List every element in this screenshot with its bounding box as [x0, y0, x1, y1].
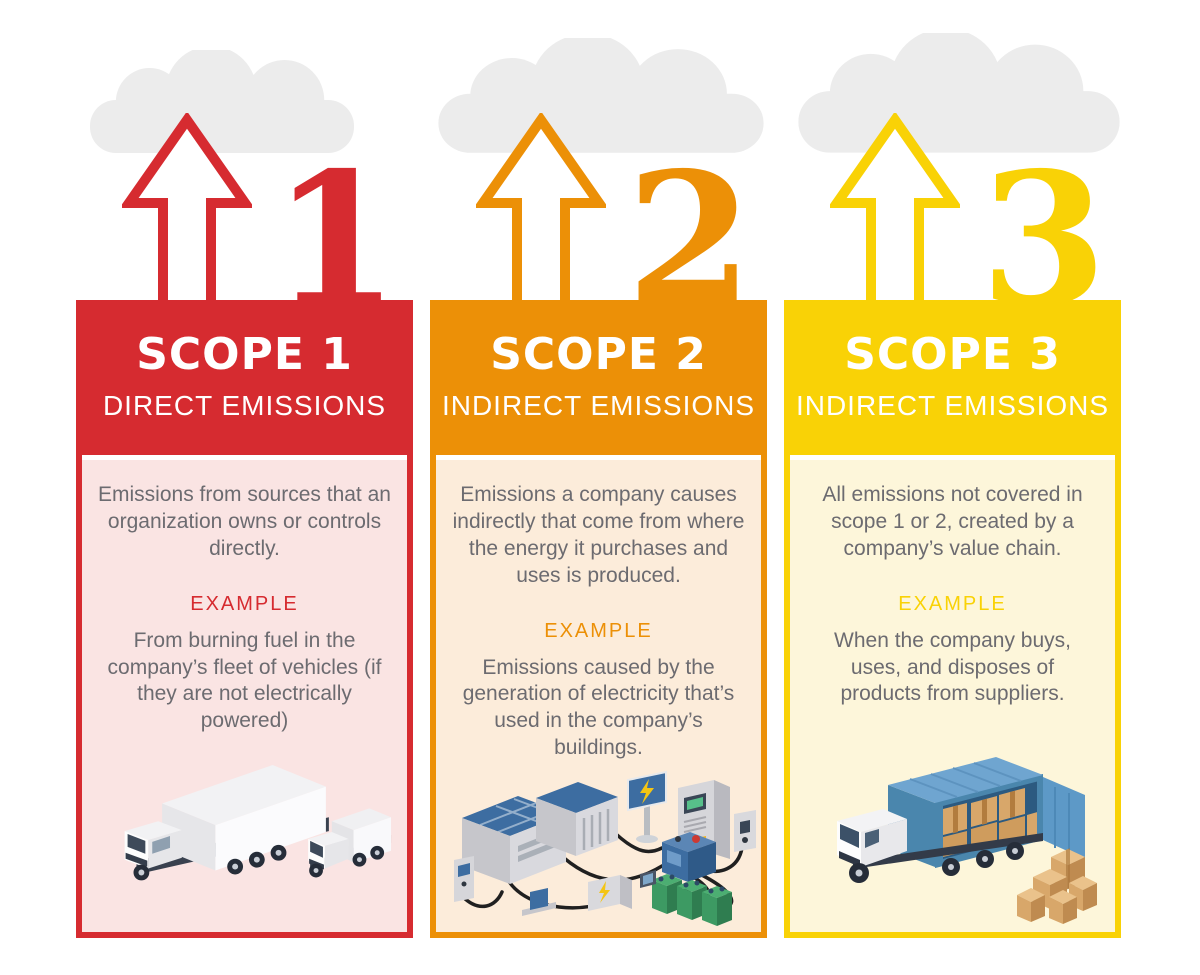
scope-subtitle: DIRECT EMISSIONS: [102, 390, 387, 421]
scope-number: 2: [626, 132, 753, 346]
cloud-icon: [438, 38, 764, 153]
scope-title: SCOPE 1: [136, 329, 353, 380]
scope-3-header: SCOPE 3 INDIRECT EMISSIONS: [790, 300, 1115, 455]
scope-description: All emissions not covered in scope 1 or …: [822, 483, 1083, 560]
scope-2-card: SCOPE 2 INDIRECT EMISSIONS Emissions a c…: [430, 300, 767, 938]
scope-description: Emissions from sources that an organizat…: [98, 483, 391, 560]
scope-title: SCOPE 3: [844, 329, 1061, 380]
scope-2-body: Emissions a company causes indirectly th…: [436, 455, 761, 932]
cloud-icon: [798, 33, 1120, 153]
scope-3-column: 3 SCOPE 3 INDIRECT EMISSIONS All emissio…: [784, 0, 1121, 975]
up-arrow-icon: [830, 113, 960, 300]
scope-3-decoration: 3: [784, 0, 1121, 330]
up-arrow-icon: [122, 113, 252, 300]
floor-panel-icon: [521, 888, 556, 916]
example-label: EXAMPLE: [898, 592, 1007, 615]
small-monitor-icon: [639, 870, 656, 888]
example-text: From burning fuel in the company’s fleet…: [107, 628, 382, 733]
generator-unit-icon: [535, 782, 618, 856]
example-label: EXAMPLE: [190, 592, 299, 615]
scope-1-header: SCOPE 1 DIRECT EMISSIONS: [82, 300, 407, 455]
scope-3-card: SCOPE 3 INDIRECT EMISSIONS All emissions…: [784, 300, 1121, 938]
scope-1-card: SCOPE 1 DIRECT EMISSIONS Emissions from …: [76, 300, 413, 938]
wall-charger-icon: [733, 810, 756, 852]
cardboard-box-icon: [1016, 848, 1097, 924]
example-text: Emissions caused by the generation of el…: [462, 655, 735, 760]
scope-2-header: SCOPE 2 INDIRECT EMISSIONS: [436, 300, 761, 455]
scope-1-decoration: 1: [76, 0, 413, 330]
fleet-trucks-illustration: [97, 762, 393, 910]
container-truck-icon: [836, 757, 1085, 883]
example-label: EXAMPLE: [544, 619, 653, 642]
transformer-icon: [661, 832, 716, 882]
scope-3-body: All emissions not covered in scope 1 or …: [790, 455, 1115, 932]
scope-subtitle: INDIRECT EMISSIONS: [795, 390, 1110, 421]
scope-description: Emissions a company causes indirectly th…: [452, 483, 745, 587]
box-truck-icon: [124, 764, 329, 881]
charging-post-icon: [453, 856, 474, 902]
scope-title: SCOPE 2: [490, 329, 707, 380]
supplier-delivery-illustration: [793, 745, 1113, 928]
scope-number: 3: [980, 132, 1107, 346]
scope-number: 1: [272, 132, 399, 346]
power-box-icon: [587, 875, 632, 911]
scope-subtitle: INDIRECT EMISSIONS: [441, 390, 756, 421]
scope-1-column: 1 SCOPE 1 DIRECT EMISSIONS Emissions fro…: [76, 0, 413, 975]
lightning-sign-icon: [626, 770, 667, 843]
scope-2-decoration: 2: [430, 0, 767, 330]
example-text: When the company buys, uses, and dispose…: [834, 628, 1071, 706]
scope-1-body: Emissions from sources that an organizat…: [82, 455, 407, 932]
up-arrow-icon: [476, 113, 606, 300]
battery-icon: [651, 874, 732, 926]
scope-2-column: 2 SCOPE 2 INDIRECT EMISSIONS Emissions a…: [430, 0, 767, 975]
electricity-generation-illustration: [440, 762, 758, 930]
